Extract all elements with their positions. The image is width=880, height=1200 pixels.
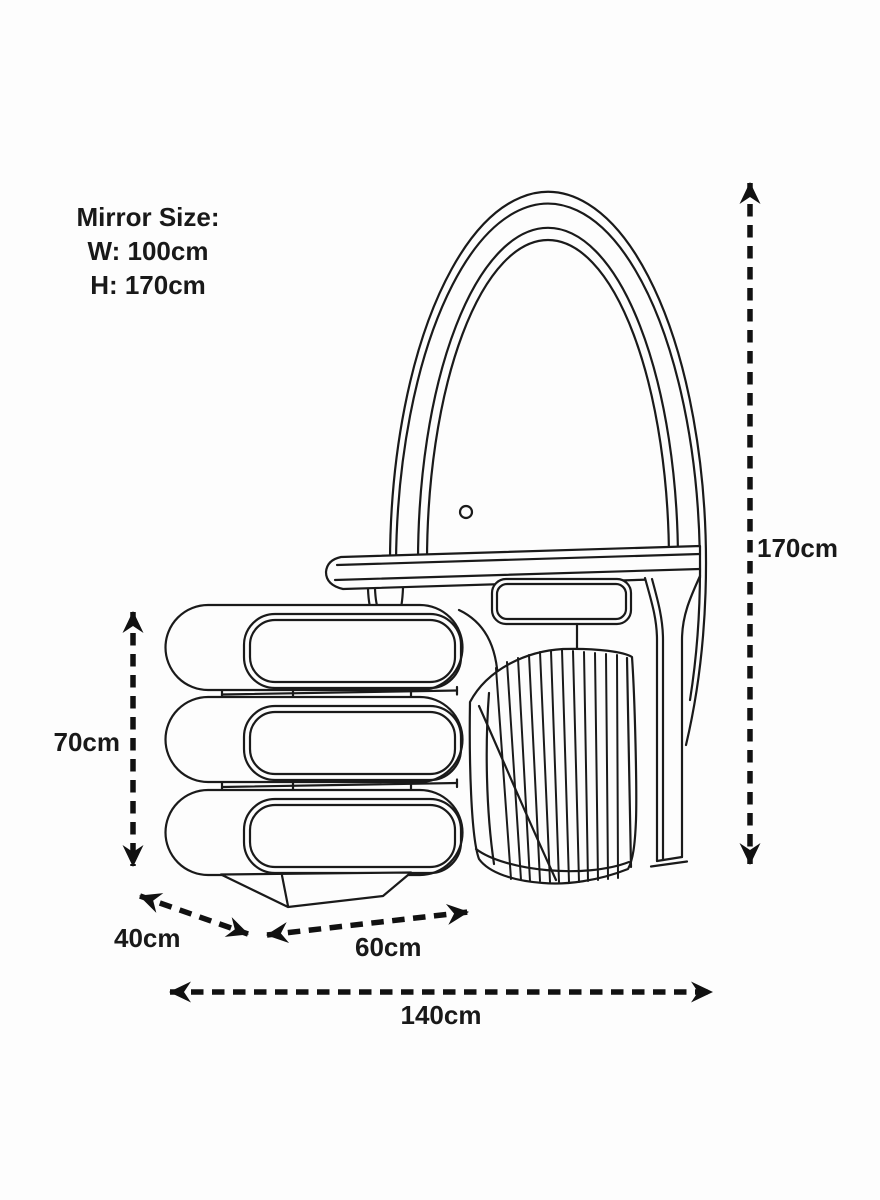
overall-width-label: 140cm [400, 1000, 482, 1030]
dimension-arrows [122, 182, 761, 1003]
mirror-size-width: W: 100cm [87, 236, 209, 266]
mirror-size-height: H: 170cm [90, 270, 206, 300]
stool [468, 647, 638, 885]
mirror-knob-icon [458, 504, 474, 520]
mirror-frame [388, 190, 708, 747]
depth-label: 40cm [114, 923, 181, 953]
dim-depth-arrow [139, 893, 249, 937]
drawer-width-label: 60cm [355, 932, 422, 962]
table-leg [643, 574, 702, 868]
dim-drawer-width-arrow [266, 903, 469, 944]
plinth-base [219, 871, 413, 909]
table-drawer [490, 577, 633, 658]
stool-pleats [495, 649, 619, 883]
mirror-size-note: Mirror Size: W: 100cm H: 170cm [50, 200, 246, 302]
drawer-height-label: 70cm [53, 727, 121, 757]
drawer-stack [164, 603, 464, 877]
overall-height-label: 170cm [757, 533, 838, 563]
mirror-size-heading: Mirror Size: [76, 202, 220, 232]
